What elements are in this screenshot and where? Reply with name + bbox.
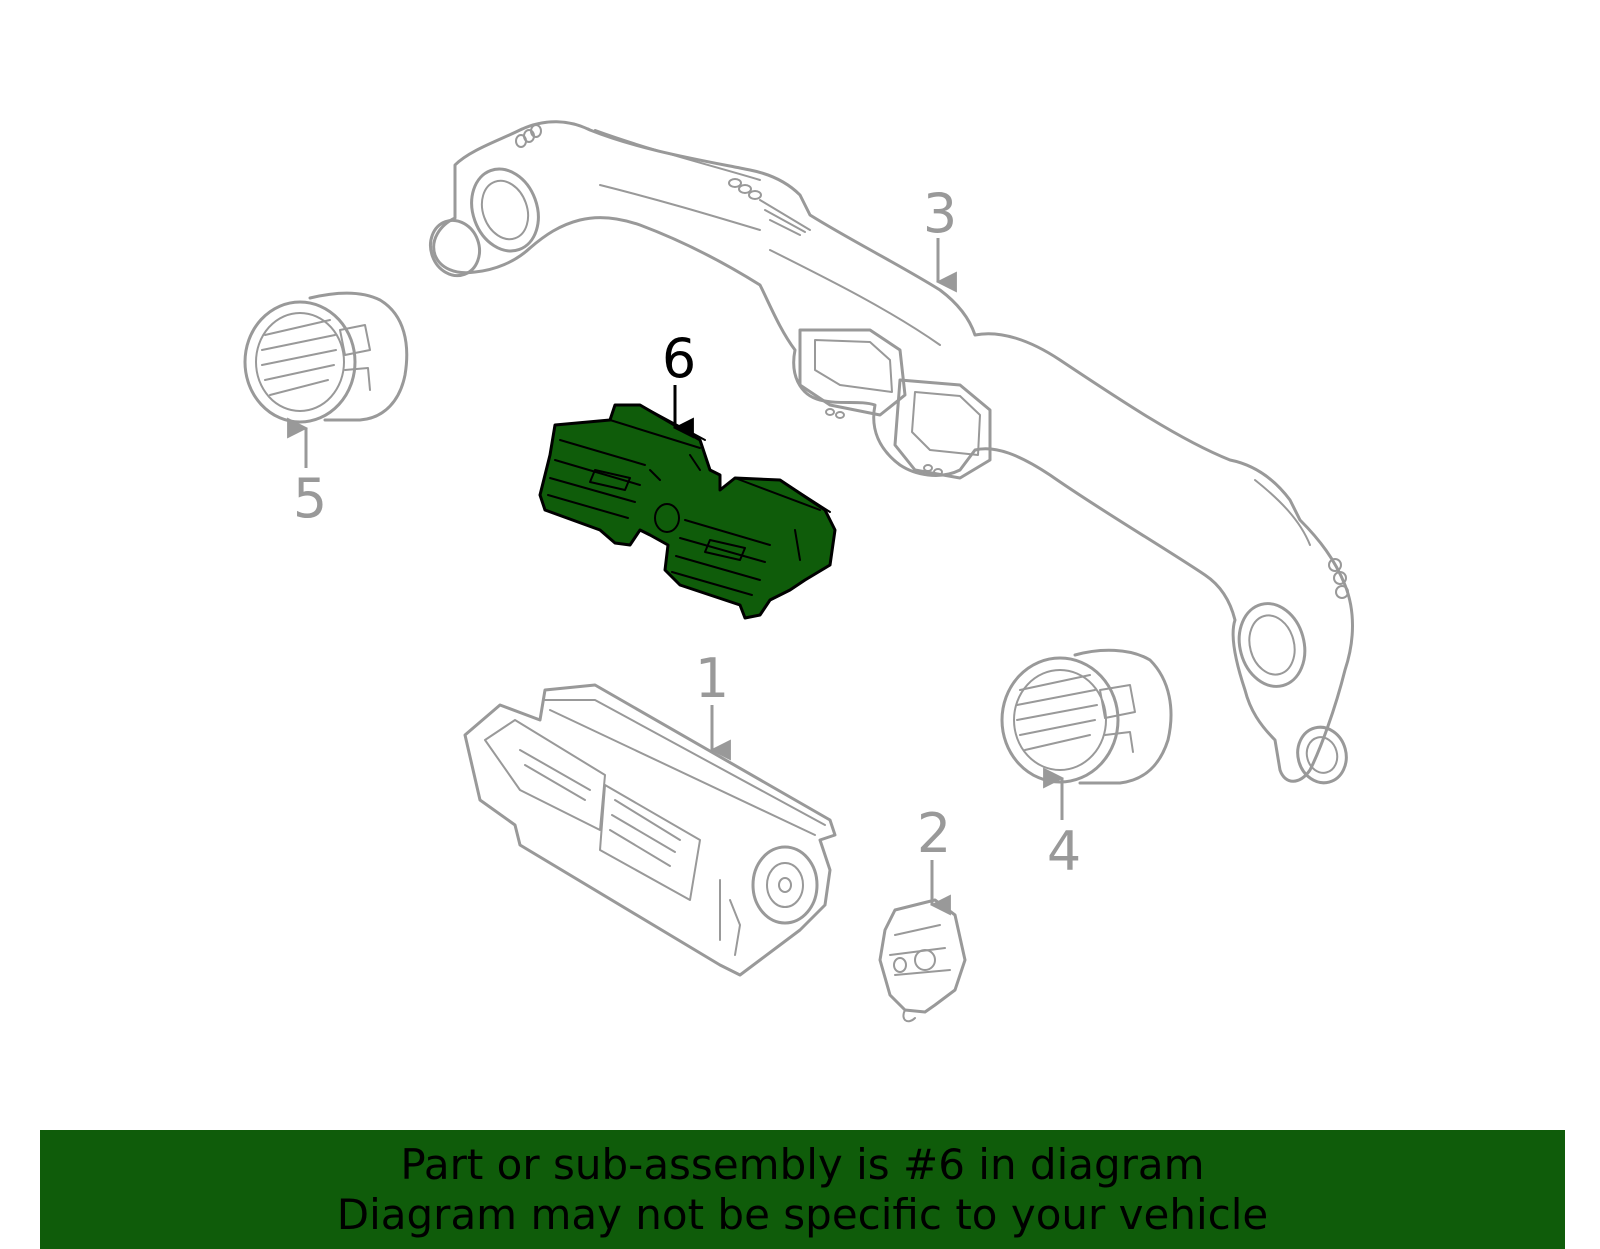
part-3-air-duct[interactable] — [423, 120, 1354, 789]
callout-5: 5 — [293, 467, 327, 530]
callout-1: 1 — [695, 647, 729, 710]
callout-4: 4 — [1047, 820, 1081, 883]
part-2-actuator[interactable] — [878, 898, 967, 1023]
callout-2: 2 — [917, 802, 951, 865]
callout-6: 6 — [662, 327, 696, 390]
part-4-round-vent-right[interactable] — [1000, 648, 1173, 785]
banner-line-1: Part or sub-assembly is #6 in diagram — [400, 1139, 1205, 1189]
part-1-hvac-housing[interactable] — [463, 683, 837, 977]
info-banner: Part or sub-assembly is #6 in diagram Di… — [40, 1130, 1565, 1249]
banner-line-2: Diagram may not be specific to your vehi… — [336, 1189, 1269, 1239]
part-5-round-vent-left[interactable] — [243, 291, 409, 424]
callout-3: 3 — [923, 182, 957, 245]
part-6-center-vent-assembly[interactable] — [538, 403, 837, 620]
